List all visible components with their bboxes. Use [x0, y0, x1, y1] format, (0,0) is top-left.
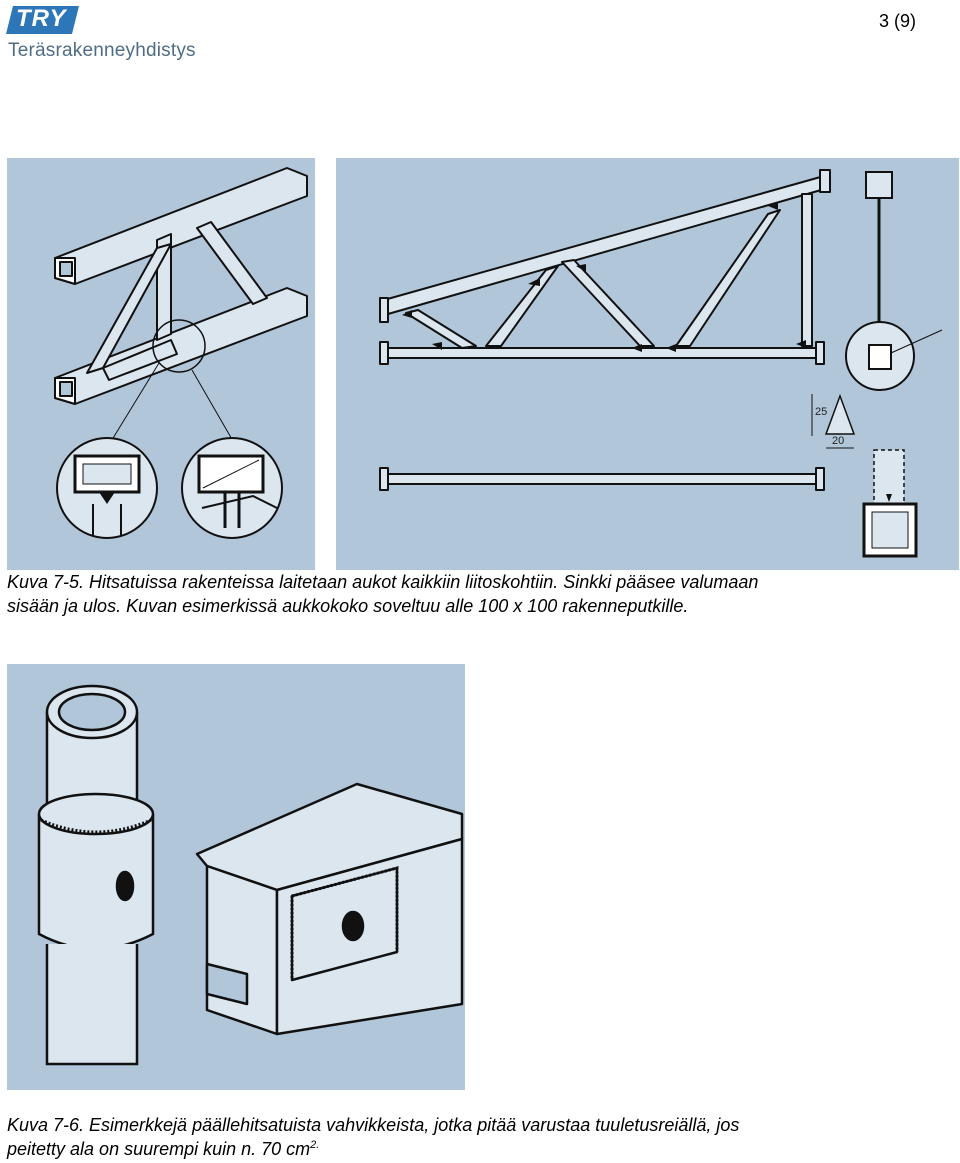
figure-7-6-caption: Kuva 7-6. Esimerkkejä päällehitsatuista …: [7, 1113, 947, 1161]
page-number: 3 (9): [878, 11, 916, 31]
dimension-width-label: 20: [832, 435, 844, 447]
try-logo: TRY Teräsrakenneyhdistys: [6, 5, 206, 62]
figure-7-5-truss-perspective: [7, 158, 315, 570]
dimension-height-label: 25: [815, 406, 827, 418]
figure-7-5-truss-elevation: 25 20: [336, 158, 959, 570]
organization-name: Teräsrakenneyhdistys: [8, 40, 196, 61]
truss-elevation-drawing: 25 20: [379, 169, 943, 558]
caption-line-text: peitetty ala on suurempi kuin n. 70 cm: [7, 1139, 311, 1159]
figure-7-6-reinforcements: [7, 664, 465, 1090]
logo-mark-text: TRY: [16, 5, 67, 32]
caption-line: sisään ja ulos. Kuvan esimerkissä aukkok…: [7, 596, 689, 616]
caption-superscript: 2.: [310, 1139, 320, 1151]
reinforcement-drawing: [37, 684, 464, 1066]
figure-7-5-caption: Kuva 7-5. Hitsatuissa rakenteissa laitet…: [7, 570, 947, 618]
caption-line: peitetty ala on suurempi kuin n. 70 cm2.: [7, 1137, 947, 1161]
caption-line: Kuva 7-6. Esimerkkejä päällehitsatuista …: [7, 1115, 740, 1135]
truss-perspective-drawing: [54, 167, 308, 539]
caption-line: Kuva 7-5. Hitsatuissa rakenteissa laitet…: [7, 572, 759, 592]
